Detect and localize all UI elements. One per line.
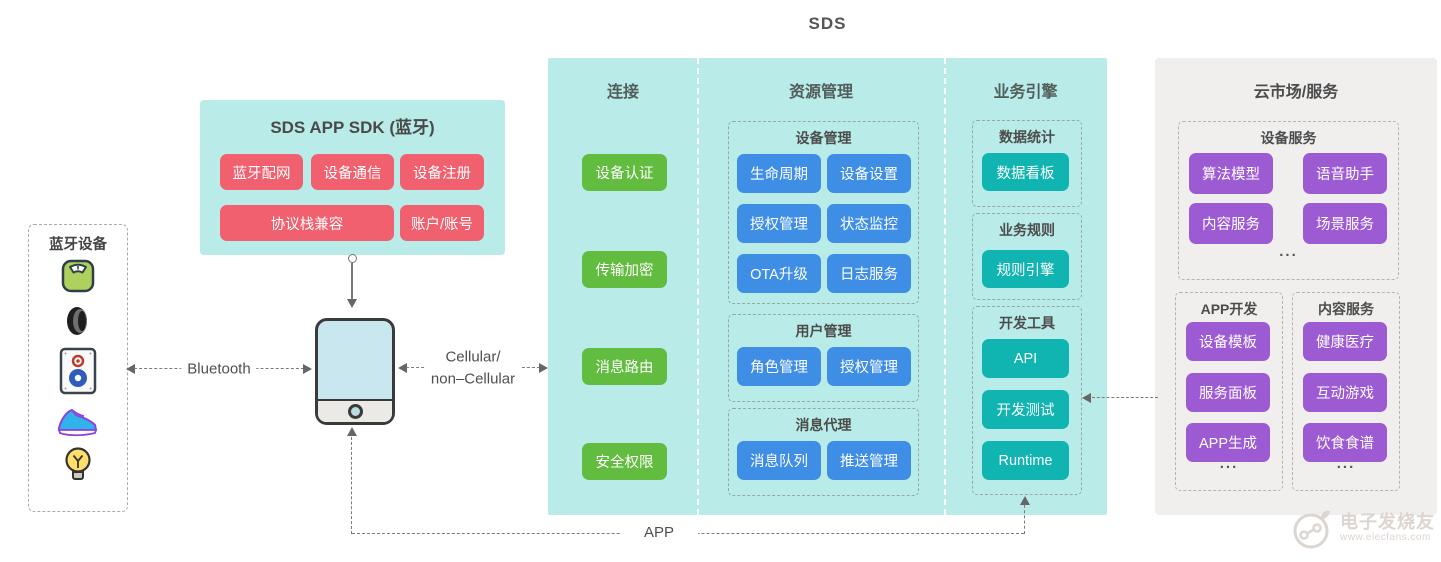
- column-separator: [697, 58, 699, 515]
- app-label: APP: [620, 524, 698, 541]
- arrow-left-icon: [126, 364, 135, 374]
- cellular-label-line1: Cellular/: [445, 348, 501, 366]
- cloud-node-device-template: 设备模板: [1186, 322, 1270, 361]
- connect-node-device-auth: 设备认证: [582, 154, 667, 191]
- app-path-right-vertical: [1024, 505, 1025, 534]
- cloud-node-scene-service: 场景服务: [1303, 203, 1387, 244]
- arrow-down-icon: [347, 299, 357, 308]
- engine-node-runtime: Runtime: [982, 441, 1069, 480]
- watermark-site: www.elecfans.com: [1340, 532, 1431, 544]
- connect-node-transport-encryption: 传输加密: [582, 251, 667, 288]
- cloud-node-algorithm-model: 算法模型: [1189, 153, 1273, 194]
- group-device-services: 设备服务 ...: [1178, 121, 1399, 280]
- engine-node-data-dashboard: 数据看板: [982, 153, 1069, 191]
- engine-node-rule-engine: 规则引擎: [982, 250, 1069, 288]
- arrow-right-icon: [303, 364, 312, 374]
- connect-node-security-permissions: 安全权限: [582, 443, 667, 480]
- cloud-node-health-medical: 健康医疗: [1303, 322, 1387, 361]
- sdk-node-protocol-stack: 协议栈兼容: [220, 205, 394, 241]
- phone-chin: [318, 399, 392, 422]
- group-title: 设备管理: [795, 130, 852, 146]
- bluetooth-label: Bluetooth: [181, 360, 257, 378]
- group-title: 用户管理: [795, 323, 852, 339]
- sdk-to-phone-line: [351, 263, 353, 299]
- group-device-management: 设备管理: [728, 121, 919, 304]
- arrow-right-icon: [539, 363, 548, 373]
- group-title: 设备服务: [1260, 130, 1317, 146]
- connect-node-message-routing: 消息路由: [582, 348, 667, 385]
- resource-node-authorization-management: 授权管理: [737, 204, 821, 243]
- sdk-node-bluetooth-pairing: 蓝牙配网: [220, 154, 303, 190]
- elecfans-watermark: 电子发烧友 www.elecfans.com: [1290, 505, 1435, 551]
- arrow-up-icon: [347, 427, 357, 436]
- bluetooth-link: Bluetooth: [126, 360, 312, 378]
- sdk-node-device-registration: 设备注册: [400, 154, 484, 190]
- bluetooth-device-icon-list: [28, 256, 128, 486]
- resource-node-push-management: 推送管理: [827, 441, 911, 480]
- elecfans-logo-icon: [1293, 510, 1330, 549]
- scale-icon: [61, 259, 95, 293]
- arrow-left-icon: [398, 363, 407, 373]
- arrow-left-icon: [1082, 393, 1091, 403]
- group-title: 业务规则: [999, 222, 1055, 238]
- column-header-connect: 连接: [606, 84, 639, 101]
- group-user-management: 用户管理: [728, 314, 919, 402]
- phone-home-button-icon: [347, 404, 363, 419]
- arrow-up-icon: [1020, 496, 1030, 505]
- resource-node-role-management: 角色管理: [737, 347, 821, 386]
- resource-node-ota-upgrade: OTA升级: [737, 254, 821, 293]
- resource-node-status-monitoring: 状态监控: [827, 204, 911, 243]
- resource-node-authorization-management2: 授权管理: [827, 347, 911, 386]
- cloud-node-diet-recipes: 饮食食谱: [1303, 423, 1387, 462]
- more-ellipsis: ...: [1279, 243, 1298, 260]
- cloud-node-content-service: 内容服务: [1189, 203, 1273, 244]
- watermark-name: 电子发烧友: [1340, 511, 1435, 532]
- engine-node-api: API: [982, 339, 1069, 378]
- cloud-to-engine-dashed-line: [1092, 397, 1158, 398]
- app-path-left-vertical: [351, 437, 352, 534]
- sdk-title: SDS APP SDK (蓝牙): [270, 118, 435, 137]
- cloud-node-app-generation: APP生成: [1186, 423, 1270, 462]
- resource-node-log-service: 日志服务: [827, 254, 911, 293]
- wristband-icon: [67, 307, 87, 335]
- group-title: 数据统计: [999, 129, 1055, 145]
- phone-icon: [315, 318, 395, 425]
- cloud-node-interactive-games: 互动游戏: [1303, 373, 1387, 412]
- group-business-rules: 业务规则: [972, 213, 1082, 300]
- column-header-resource: 资源管理: [788, 84, 853, 101]
- cloud-node-voice-assistant: 语音助手: [1303, 153, 1387, 194]
- diagram-title: SDS: [808, 14, 847, 33]
- group-title: 内容服务: [1318, 301, 1374, 317]
- column-separator: [944, 58, 946, 515]
- speaker-icon: [59, 347, 97, 395]
- resource-node-lifecycle: 生命周期: [737, 154, 821, 193]
- cellular-label-line2: non–Cellular: [430, 370, 516, 387]
- group-title: 消息代理: [795, 417, 852, 433]
- cellular-link: Cellular/ non–Cellular: [398, 340, 548, 396]
- sdk-node-account: 账户/账号: [400, 205, 484, 241]
- group-title: 开发工具: [999, 315, 1055, 331]
- resource-node-device-settings: 设备设置: [827, 154, 911, 193]
- group-data-statistics: 数据统计: [972, 120, 1082, 207]
- cloud-market-title: 云市场/服务: [1253, 84, 1339, 101]
- column-header-engine: 业务引擎: [993, 84, 1058, 101]
- light-bulb-icon: [65, 447, 91, 480]
- resource-node-message-queue: 消息队列: [737, 441, 821, 480]
- group-dev-tools: 开发工具: [972, 306, 1082, 495]
- bluetooth-devices-title: 蓝牙设备: [49, 237, 107, 253]
- sdk-node-device-communication: 设备通信: [311, 154, 394, 190]
- engine-node-dev-testing: 开发测试: [982, 390, 1069, 429]
- sneaker-icon: [57, 409, 98, 437]
- cloud-node-service-panel: 服务面板: [1186, 373, 1270, 412]
- group-title: APP开发: [1200, 301, 1258, 317]
- group-message-broker: 消息代理: [728, 408, 919, 496]
- connector-dot: [348, 254, 357, 263]
